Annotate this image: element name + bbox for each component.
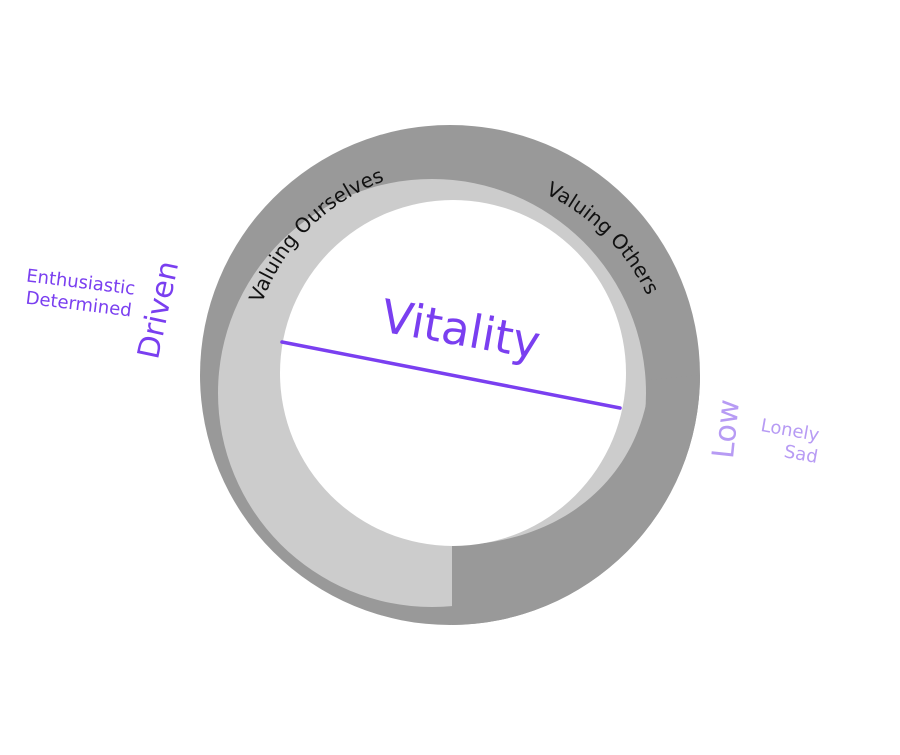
inner-circle [280,200,626,546]
outer-ring-lower-right [452,375,700,625]
vitality-axis-line [280,340,622,410]
pole-label-driven: Driven [131,258,186,362]
pole-label-low: Low [706,398,747,460]
right-word-2: Sad [782,441,819,468]
